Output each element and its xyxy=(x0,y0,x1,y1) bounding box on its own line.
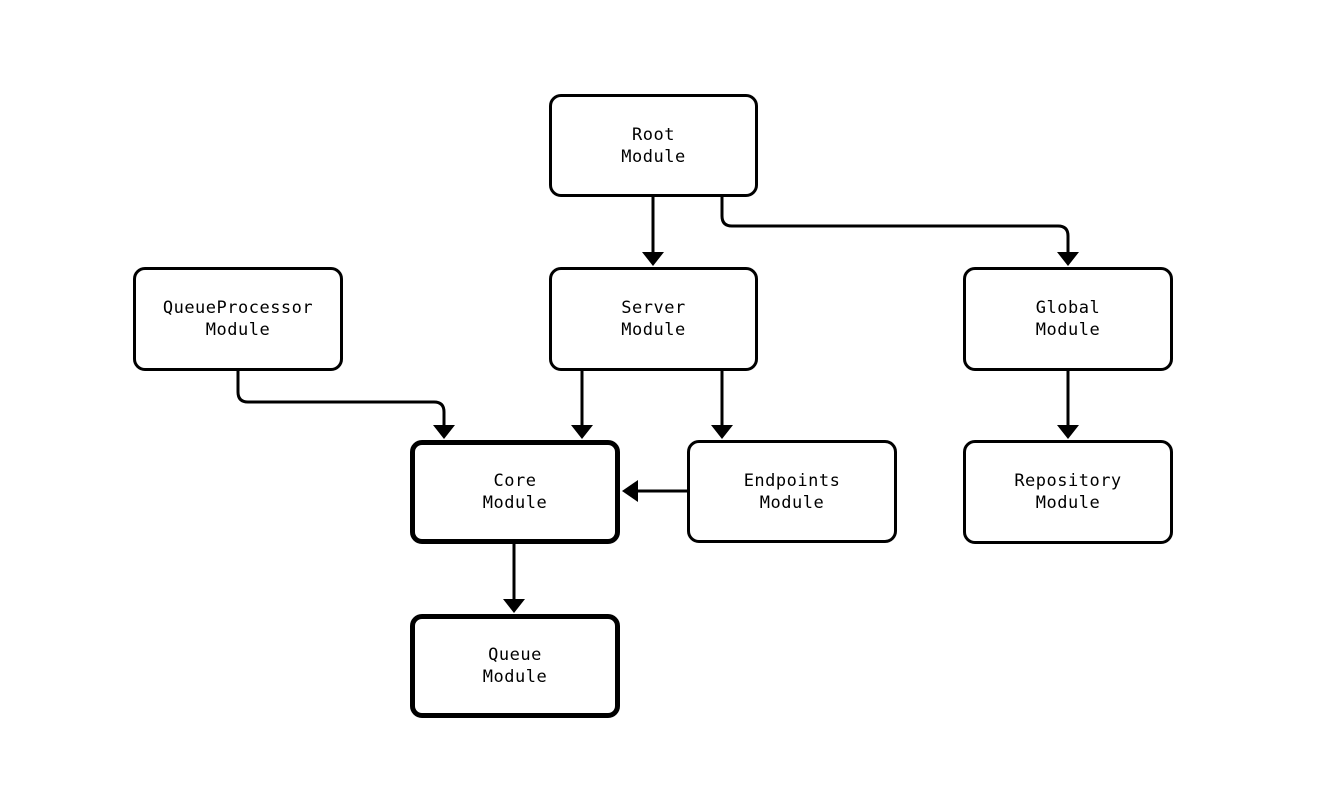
node-label-line1: QueueProcessor xyxy=(162,298,314,318)
arrowhead-server-core xyxy=(571,425,593,439)
node-label-line1: Core xyxy=(493,471,537,491)
arrowhead-server-endpoints xyxy=(711,425,733,439)
edge-queueprocessor-core xyxy=(236,371,446,428)
node-label-line1: Queue xyxy=(488,645,542,665)
node-label-line1: Server xyxy=(621,298,686,318)
node-label-line2: Module xyxy=(1035,320,1101,340)
arrowhead-root-server xyxy=(642,252,664,266)
arrowhead-queueprocessor-core xyxy=(433,425,455,439)
node-label-line2: Module xyxy=(482,667,548,687)
node-label-line1: Endpoints xyxy=(743,470,841,491)
node-label-line2: Module xyxy=(205,320,271,340)
node-label-line1: Repository xyxy=(1014,471,1122,491)
node-label-line2: Module xyxy=(621,146,686,167)
arrowhead-global-repository xyxy=(1057,425,1079,439)
arrowhead-endpoints-core xyxy=(622,480,638,502)
arrowhead-root-global xyxy=(1057,252,1079,266)
node-label-line2: Module xyxy=(482,493,548,513)
node-label-line1: Root xyxy=(632,124,675,145)
node-label-line2: Module xyxy=(621,320,686,340)
node-label-line2: Module xyxy=(759,492,825,513)
node-label-line1: Global xyxy=(1035,298,1101,318)
node-label-line2: Module xyxy=(1035,493,1101,513)
arrowhead-core-queue xyxy=(503,599,525,613)
edge-root-global xyxy=(720,197,1070,254)
